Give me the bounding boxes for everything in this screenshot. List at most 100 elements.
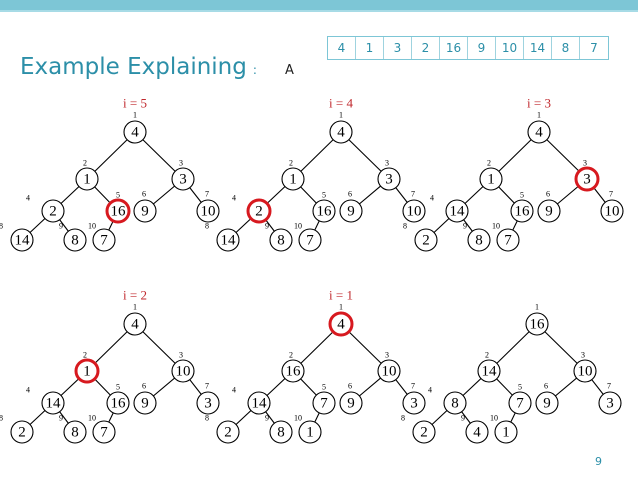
- node-circle: [339, 199, 363, 223]
- node-value: 10: [382, 364, 397, 380]
- node-value: 16: [286, 364, 302, 380]
- node-index-label: 5: [322, 383, 326, 392]
- highlighted-node-circle: [574, 166, 600, 192]
- node-index-label: 6: [348, 382, 352, 391]
- node-value: 14: [482, 364, 498, 380]
- node-value: 9: [141, 204, 149, 220]
- top-accent-bar: [0, 0, 638, 10]
- node-index-label: 3: [179, 351, 183, 360]
- node-value: 3: [583, 172, 591, 188]
- step-label: i = 2: [123, 288, 147, 303]
- slide-title-colon: :: [252, 63, 257, 77]
- node-value: 3: [179, 172, 187, 188]
- node-circle: [171, 359, 195, 383]
- node-index-label: 2: [83, 159, 87, 168]
- node-index-label: 4: [232, 194, 236, 203]
- node-circle: [402, 391, 426, 415]
- node-circle: [269, 228, 293, 252]
- node-index-label: 6: [544, 382, 548, 391]
- node-circle: [377, 359, 401, 383]
- node-index-label: 8: [0, 222, 3, 231]
- node-circle: [171, 167, 195, 191]
- node-index-label: 5: [116, 191, 120, 200]
- node-index-label: 9: [265, 414, 269, 423]
- highlighted-node-circle: [328, 311, 354, 337]
- step-label: i = 4: [329, 96, 353, 111]
- highlighted-node-circle: [74, 358, 100, 384]
- node-index-label: 3: [385, 351, 389, 360]
- node-value: 2: [18, 425, 26, 441]
- node-circle: [527, 120, 551, 144]
- node-value: 10: [605, 204, 620, 220]
- step-label: i = 1: [329, 288, 353, 303]
- node-index-label: 5: [116, 383, 120, 392]
- node-circle: [41, 391, 65, 415]
- node-index-label: 3: [179, 159, 183, 168]
- node-index-label: 6: [348, 190, 352, 199]
- node-circle: [537, 199, 561, 223]
- slide-title-text: Example Explaining: [20, 54, 247, 80]
- node-value: 16: [111, 204, 127, 220]
- node-value: 3: [385, 172, 393, 188]
- node-value: 16: [317, 204, 333, 220]
- step-label: i = 5: [123, 96, 147, 111]
- node-value: 8: [277, 233, 285, 249]
- node-value: 4: [131, 125, 139, 141]
- node-circle: [269, 420, 293, 444]
- node-index-label: 5: [322, 191, 326, 200]
- node-circle: [445, 199, 469, 223]
- node-index-label: 10: [294, 414, 302, 423]
- node-value: 14: [46, 396, 62, 412]
- node-circle: [525, 312, 549, 336]
- node-value: 7: [306, 233, 314, 249]
- input-array: 4 1 3 2 16 9 10 14 8 7: [327, 36, 609, 60]
- node-value: 2: [255, 204, 263, 220]
- node-value: 2: [420, 425, 428, 441]
- node-circle: [281, 359, 305, 383]
- node-circle: [573, 359, 597, 383]
- slide-title-letter: A: [285, 63, 294, 78]
- node-circle: [477, 359, 501, 383]
- node-value: 8: [71, 425, 79, 441]
- node-value: 1: [487, 172, 495, 188]
- node-circle: [63, 420, 87, 444]
- node-value: 10: [201, 204, 216, 220]
- node-circle: [196, 199, 220, 223]
- array-cell: 7: [590, 41, 598, 55]
- node-circle: [377, 167, 401, 191]
- node-circle: [298, 228, 322, 252]
- node-index-label: 2: [83, 351, 87, 360]
- node-value: 4: [337, 317, 345, 333]
- array-cell: 16: [440, 37, 468, 59]
- array-cell: 3: [384, 37, 412, 59]
- node-index-label: 9: [461, 414, 465, 423]
- node-circle: [63, 228, 87, 252]
- node-circle: [414, 228, 438, 252]
- node-index-label: 7: [607, 382, 611, 391]
- highlighted-node-circle: [105, 198, 131, 224]
- node-circle: [92, 420, 116, 444]
- node-index-label: 6: [546, 190, 550, 199]
- node-index-label: 5: [518, 383, 522, 392]
- node-circle: [535, 391, 559, 415]
- node-value: 9: [545, 204, 553, 220]
- node-circle: [465, 420, 489, 444]
- node-value: 7: [320, 396, 328, 412]
- node-circle: [216, 420, 240, 444]
- node-value: 16: [530, 317, 546, 333]
- node-value: 16: [515, 204, 531, 220]
- node-index-label: 2: [289, 159, 293, 168]
- node-circle: [216, 228, 240, 252]
- node-circle: [508, 391, 532, 415]
- node-value: 14: [450, 204, 466, 220]
- node-index-label: 10: [88, 414, 96, 423]
- node-value: 2: [224, 425, 232, 441]
- node-index-label: 1: [537, 111, 541, 120]
- node-index-label: 1: [133, 111, 137, 120]
- array-cell: 8: [552, 37, 580, 59]
